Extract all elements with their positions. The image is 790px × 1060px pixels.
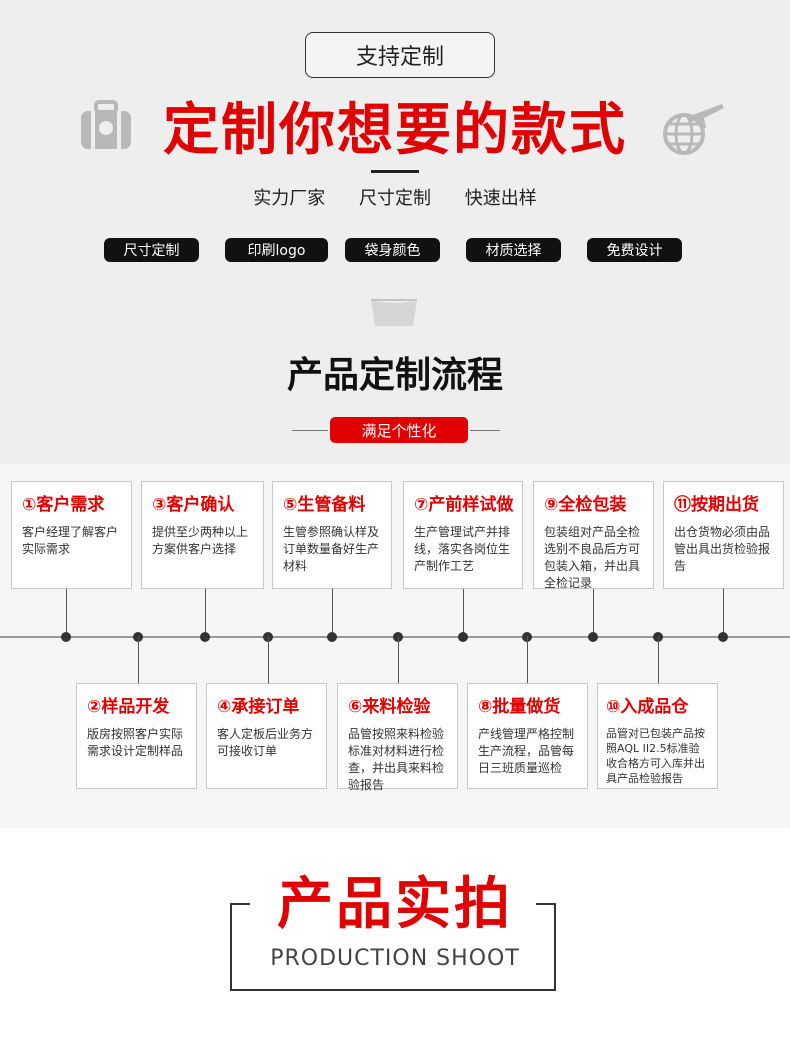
connector [268, 636, 269, 683]
step-card-9: ⑨全检包装 包装组对产品全检选别不良品后方可包装入箱，并出具全检记录 [533, 481, 654, 590]
connector [138, 636, 139, 683]
timeline-dot [718, 632, 728, 642]
timeline-dot [200, 632, 210, 642]
step-desc: 出仓货物必须由品管出具出货检验报告 [674, 525, 771, 573]
subtitle-item: 快速出样 [464, 188, 537, 209]
step-title: ⑨全检包装 [544, 495, 627, 515]
step-card-11: ⑪按期出货 出仓货物必须由品管出具出货检验报告 [663, 481, 784, 589]
step-desc: 包装组对产品全检选别不良品后方可包装入箱，并出具全检记录 [544, 525, 641, 590]
step-desc: 客户经理了解客户实际需求 [22, 525, 119, 556]
step-title: ⑤生管备料 [283, 495, 366, 515]
step-card-6: ⑥来料检验 品管按照来料检验标准对材料进行检查，并出具来料检验报告 [337, 683, 458, 792]
timeline-dot [458, 632, 468, 642]
step-card-10: ⑩入成品仓 品管对已包装产品按照AQL II2.5标准验收合格方可入库并出具产品… [597, 683, 718, 789]
tag-material: 材质选择 [466, 238, 561, 262]
suitcase-icon [81, 100, 131, 149]
step-desc: 产线管理严格控制生产流程，品管每日三班质量巡检 [478, 727, 575, 775]
step-title: ⑧批量做货 [478, 697, 561, 717]
connector [332, 589, 333, 636]
step-card-8: ⑧批量做货 产线管理严格控制生产流程，品管每日三班质量巡检 [467, 683, 588, 789]
bracket-bottom [230, 989, 556, 991]
step-desc: 版房按照客户实际需求设计定制样品 [87, 727, 184, 758]
bracket-right [536, 903, 556, 991]
connector [398, 636, 399, 683]
step-title: ①客户需求 [22, 495, 105, 515]
timeline-dot [327, 632, 337, 642]
product-shoot-title: 产品实拍 [277, 872, 513, 937]
timeline-dot [61, 632, 71, 642]
step-desc: 生产管理试产并排线，落实各岗位生产制作工艺 [414, 525, 511, 573]
subtitle-item: 实力厂家 [253, 188, 326, 209]
step-title: ⑦产前样试做 [414, 495, 514, 515]
step-desc: 生管参照确认样及订单数量备好生产材料 [283, 525, 380, 573]
connector [723, 589, 724, 636]
timeline-dot [588, 632, 598, 642]
connector [593, 589, 594, 636]
connector [463, 589, 464, 636]
badge-line-left [292, 430, 328, 431]
process-title: 产品定制流程 [286, 355, 503, 396]
hero-underline [371, 170, 419, 173]
step-card-7: ⑦产前样试做 生产管理试产并排线，落实各岗位生产制作工艺 [403, 481, 523, 589]
connector [658, 636, 659, 683]
tag-size: 尺寸定制 [104, 238, 199, 262]
step-title: ②样品开发 [87, 697, 170, 717]
tag-design: 免费设计 [587, 238, 682, 262]
step-title: ④承接订单 [217, 697, 300, 717]
product-shoot-subtitle: PRODUCTION SHOOT [270, 946, 520, 971]
step-desc: 品管对已包装产品按照AQL II2.5标准验收合格方可入库并出具产品检验报告 [606, 727, 705, 785]
step-title: ③客户确认 [152, 495, 235, 515]
connector [527, 636, 528, 683]
connector [205, 589, 206, 636]
globe-airplane-icon [663, 104, 724, 155]
bracket-left [230, 903, 250, 991]
personalization-badge: 满足个性化 [330, 417, 468, 443]
feature-subtitle: 实力厂家 尺寸定制 快速出样 [150, 184, 640, 210]
step-desc: 客人定板后业务方可接收订单 [217, 727, 314, 758]
step-card-3: ③客户确认 提供至少两种以上方案供客户选择 [141, 481, 264, 589]
step-desc: 品管按照来料检验标准对材料进行检查，并出具来料检验报告 [348, 727, 445, 792]
step-card-1: ①客户需求 客户经理了解客户实际需求 [11, 481, 132, 589]
tag-color: 袋身颜色 [345, 238, 440, 262]
bag-icon [371, 299, 417, 326]
step-title: ⑥来料检验 [348, 697, 431, 717]
tag-logo: 印刷logo [225, 238, 328, 262]
hero-title: 定制你想要的款式 [163, 98, 627, 163]
step-title: ⑩入成品仓 [606, 697, 689, 717]
connector [66, 589, 67, 636]
step-title: ⑪按期出货 [674, 495, 759, 515]
step-card-2: ②样品开发 版房按照客户实际需求设计定制样品 [76, 683, 197, 789]
subtitle-item: 尺寸定制 [359, 188, 431, 209]
custom-support-pill: 支持定制 [305, 32, 495, 78]
badge-line-right [470, 430, 500, 431]
step-card-4: ④承接订单 客人定板后业务方可接收订单 [206, 683, 327, 789]
step-desc: 提供至少两种以上方案供客户选择 [152, 525, 249, 556]
step-card-5: ⑤生管备料 生管参照确认样及订单数量备好生产材料 [272, 481, 392, 589]
